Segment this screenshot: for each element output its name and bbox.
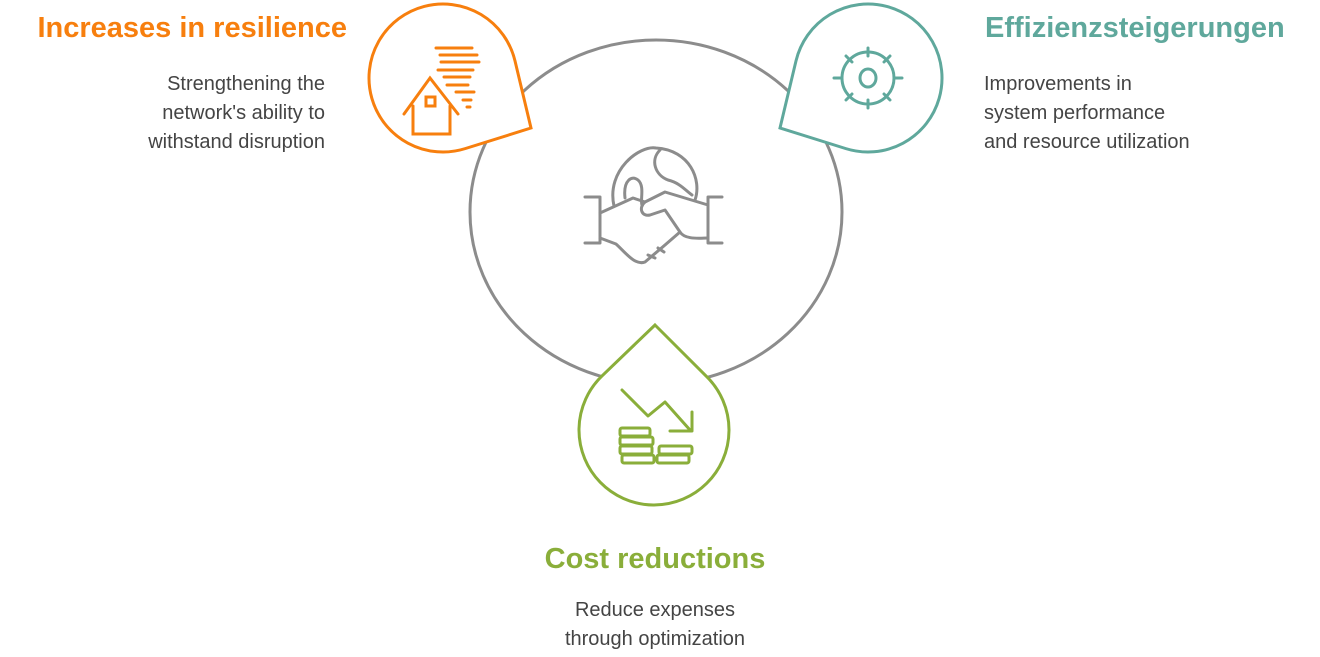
efficiency-description: Improvements in system performance and r… [984, 70, 1190, 157]
coins-down-arrow-icon [618, 388, 694, 465]
resilience-title: Increases in resilience [37, 12, 347, 44]
description-line: Reduce expenses [574, 599, 736, 621]
efficiency-title: Effizienzsteigerungen [985, 12, 1285, 44]
cost-drop [577, 322, 731, 507]
description-line: system performance [984, 102, 1166, 124]
description-line: through optimization [564, 628, 746, 650]
description-line: Strengthening the [167, 73, 325, 95]
cost-title: Cost reductions [544, 543, 766, 575]
gear-sun-icon [832, 46, 904, 110]
description-line: Improvements in [984, 73, 1132, 95]
house-storm-icon [402, 46, 481, 136]
description-line: withstand disruption [148, 131, 325, 153]
resilience-description: Strengthening the network's ability to w… [148, 70, 325, 157]
cost-description: Reduce expenses through optimization [455, 596, 855, 654]
description-line: network's ability to [162, 102, 325, 124]
description-line: and resource utilization [984, 131, 1190, 153]
handshake-globe-icon [583, 146, 724, 265]
